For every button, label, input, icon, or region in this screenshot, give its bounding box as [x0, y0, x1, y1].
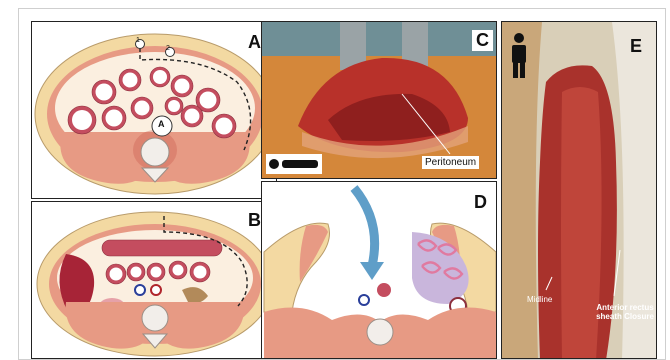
panel-a: A 1 2 A — [31, 21, 277, 199]
axial-anatomy-illustration-a — [32, 22, 277, 199]
panel-e: E Midline Anterior rectus sheath Closure — [501, 21, 657, 359]
axial-anatomy-illustration-b — [32, 202, 277, 359]
panel-b-letter: B — [248, 210, 261, 231]
panel-a-letter: A — [248, 32, 261, 53]
anterior-rectus-sheath-callout: Anterior rectus sheath Closure — [586, 302, 657, 322]
marker-2: 2 — [166, 45, 170, 52]
axial-anatomy-illustration-d — [262, 182, 497, 359]
standing-person-icon — [508, 32, 530, 80]
panel-d-letter: D — [474, 192, 487, 213]
marker-1: 1 — [136, 37, 140, 44]
peritoneum-callout: Peritoneum — [422, 156, 479, 169]
panel-b: B — [31, 201, 277, 359]
midline-callout: Midline — [524, 294, 555, 305]
panel-e-letter: E — [630, 36, 642, 57]
panel-c: C Peritoneum — [261, 21, 497, 179]
lying-person-icon — [266, 154, 322, 174]
panel-d: D — [261, 181, 497, 359]
panel-c-letter: C — [472, 30, 493, 51]
figure-frame: A 1 2 A B — [18, 8, 666, 360]
organ-label-a: A — [158, 119, 165, 129]
